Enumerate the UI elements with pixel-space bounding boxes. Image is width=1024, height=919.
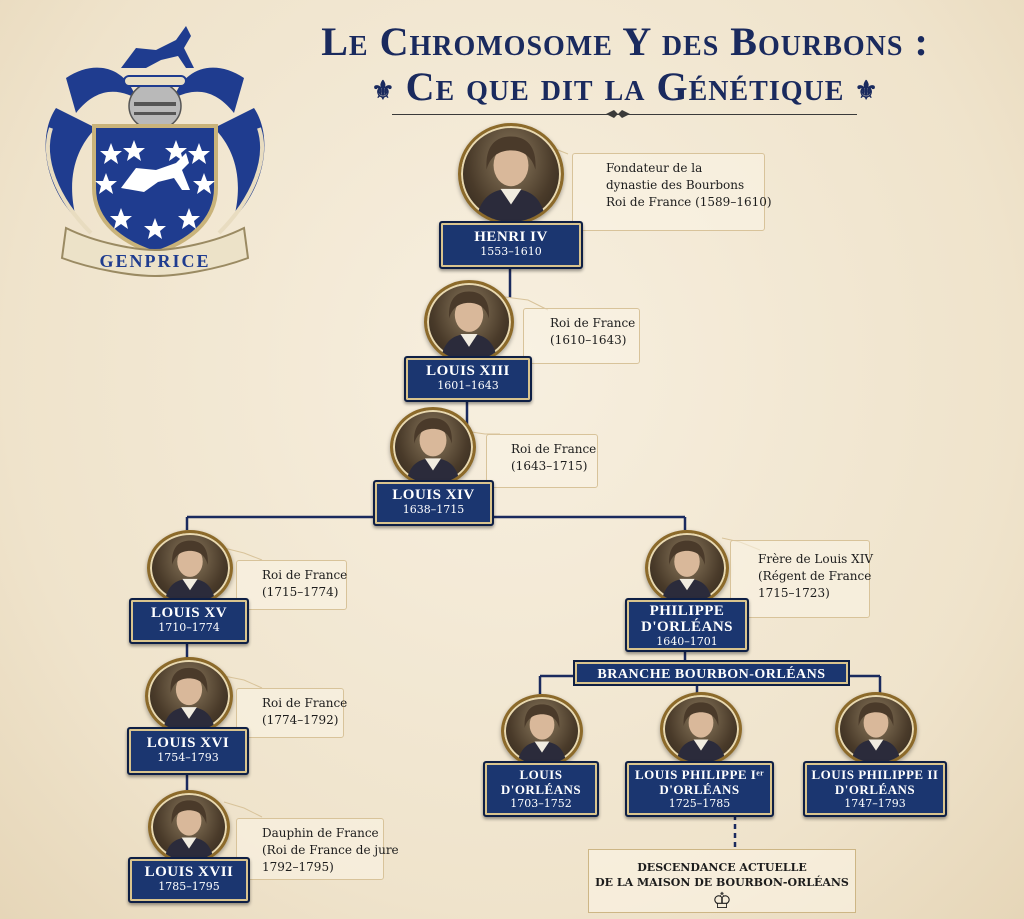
portrait-louis-xiv (390, 407, 476, 487)
note-line: (Roi de France de jure (262, 843, 399, 857)
crown-icon: ♔ (712, 889, 732, 914)
person-name: LOUIS XVI (146, 735, 230, 751)
plate-philippe-d-orleans[interactable]: PHILIPPE D'ORLÉANS 1640–1701 (625, 598, 749, 652)
note-line: (1715–1774) (262, 585, 339, 599)
note-louis-xiv: Roi de France (1643–1715) (486, 434, 598, 488)
note-line: 1792–1795) (262, 860, 334, 874)
person-name: PHILIPPE (649, 603, 725, 619)
genprice-coat-of-arms: GENPRICE (36, 18, 274, 280)
person-name: D'ORLÉANS (640, 619, 734, 635)
note-line: dynastie des Bourbons (606, 178, 745, 192)
branch-bourbon-orleans-label: BRANCHE BOURBON-ORLÉANS (573, 660, 850, 686)
portrait-louis-philippe-i (660, 692, 742, 766)
person-name: D'ORLÉANS (834, 782, 916, 797)
portrait-henri-iv (458, 123, 564, 225)
plate-louis-xv[interactable]: LOUIS XV 1710–1774 (129, 598, 249, 644)
note-line: Frère de Louis XIV (758, 552, 874, 566)
note-line: Roi de France (262, 568, 348, 582)
person-name: LOUIS (519, 767, 563, 782)
person-dates: 1601–1643 (437, 379, 499, 392)
plate-louis-xvi[interactable]: LOUIS XVI 1754–1793 (127, 727, 249, 775)
note-line: (Régent de France (758, 569, 872, 583)
note-line: Roi de France (550, 316, 636, 330)
note-line: Dauphin de France (262, 826, 379, 840)
note-philippe-d-orleans: Frère de Louis XIV (Régent de France 171… (730, 540, 874, 618)
note-line: (1643–1715) (511, 459, 588, 473)
plate-louis-xiii[interactable]: LOUIS XIII 1601–1643 (404, 356, 532, 402)
title-line-1: Le Chromosome Y des Bourbons : (321, 19, 929, 64)
note-line: Fondateur de la (606, 161, 703, 175)
portrait-louis-xvii (148, 790, 230, 864)
person-name: LOUIS PHILIPPE II (811, 767, 939, 782)
note-line: Roi de France (511, 442, 597, 456)
person-name: LOUIS XIII (426, 363, 510, 379)
portrait-louis-philippe-ii (835, 692, 917, 766)
note-line: Roi de France (1589–1610) (606, 195, 772, 209)
title-line-2: Ce que dit la Génétique (405, 64, 845, 109)
fleur-de-lis-icon: ⚜ (854, 75, 879, 105)
descendance-line-1: DESCENDANCE ACTUELLE (637, 861, 807, 874)
person-dates: 1640–1701 (656, 635, 718, 648)
note-louis-xvii: Dauphin de France (Roi de France de jure… (236, 818, 399, 880)
plate-louis-philippe-i[interactable]: LOUIS PHILIPPE Iᵉʳ D'ORLÉANS 1725–1785 (625, 761, 774, 817)
person-name: D'ORLÉANS (500, 782, 582, 797)
portrait-philippe-d-orleans (645, 530, 729, 606)
person-dates: 1710–1774 (158, 621, 220, 634)
note-louis-xvi: Roi de France (1774–1792) (236, 688, 348, 738)
person-dates: 1785–1795 (158, 880, 220, 893)
page-title: Le Chromosome Y des Bourbons : ⚜ Ce que d… (270, 20, 980, 114)
portrait-louis-d-orleans (501, 694, 583, 768)
person-name: LOUIS XVII (144, 864, 234, 880)
person-name: D'ORLÉANS (659, 782, 740, 797)
person-dates: 1638–1715 (402, 503, 465, 516)
person-dates: 1725–1785 (668, 797, 731, 810)
plate-henri-iv[interactable]: HENRI IV 1553–1610 (439, 221, 583, 269)
person-dates: 1703–1752 (510, 797, 572, 810)
note-louis-xiii: Roi de France (1610–1643) (523, 308, 640, 364)
person-dates: 1553–1610 (480, 245, 542, 258)
note-line: 1715–1723) (758, 586, 830, 600)
plate-louis-xiv[interactable]: LOUIS XIV 1638–1715 (373, 480, 494, 526)
note-line: Roi de France (262, 696, 348, 710)
note-henri-iv: Fondateur de la dynastie des Bourbons Ro… (572, 153, 772, 231)
note-line: (1774–1792) (262, 713, 339, 727)
fleur-de-lis-icon: ⚜ (371, 75, 396, 105)
note-louis-xv: Roi de France (1715–1774) (236, 560, 347, 610)
plate-louis-xvii[interactable]: LOUIS XVII 1785–1795 (128, 857, 250, 903)
portrait-louis-xiii (424, 280, 514, 364)
person-name: LOUIS XIV (392, 487, 475, 503)
note-line: (1610–1643) (550, 333, 627, 347)
crest-motto: GENPRICE (99, 251, 210, 271)
person-name: HENRI IV (474, 229, 548, 245)
current-descendants-box: DESCENDANCE ACTUELLE DE LA MAISON DE BOU… (588, 849, 856, 914)
person-dates: 1754–1793 (157, 751, 219, 764)
portrait-louis-xv (147, 530, 233, 606)
person-name: LOUIS PHILIPPE Iᵉʳ (634, 767, 765, 782)
title-ornament-icon (606, 110, 630, 118)
portrait-louis-xvi (145, 657, 233, 735)
plate-louis-d-orleans[interactable]: LOUIS D'ORLÉANS 1703–1752 (483, 761, 599, 817)
person-name: LOUIS XV (150, 605, 228, 621)
person-dates: 1747–1793 (844, 797, 906, 810)
descendance-line-2: DE LA MAISON DE BOURBON-ORLÉANS (595, 876, 849, 889)
plate-louis-philippe-ii[interactable]: LOUIS PHILIPPE II D'ORLÉANS 1747–1793 (803, 761, 947, 817)
